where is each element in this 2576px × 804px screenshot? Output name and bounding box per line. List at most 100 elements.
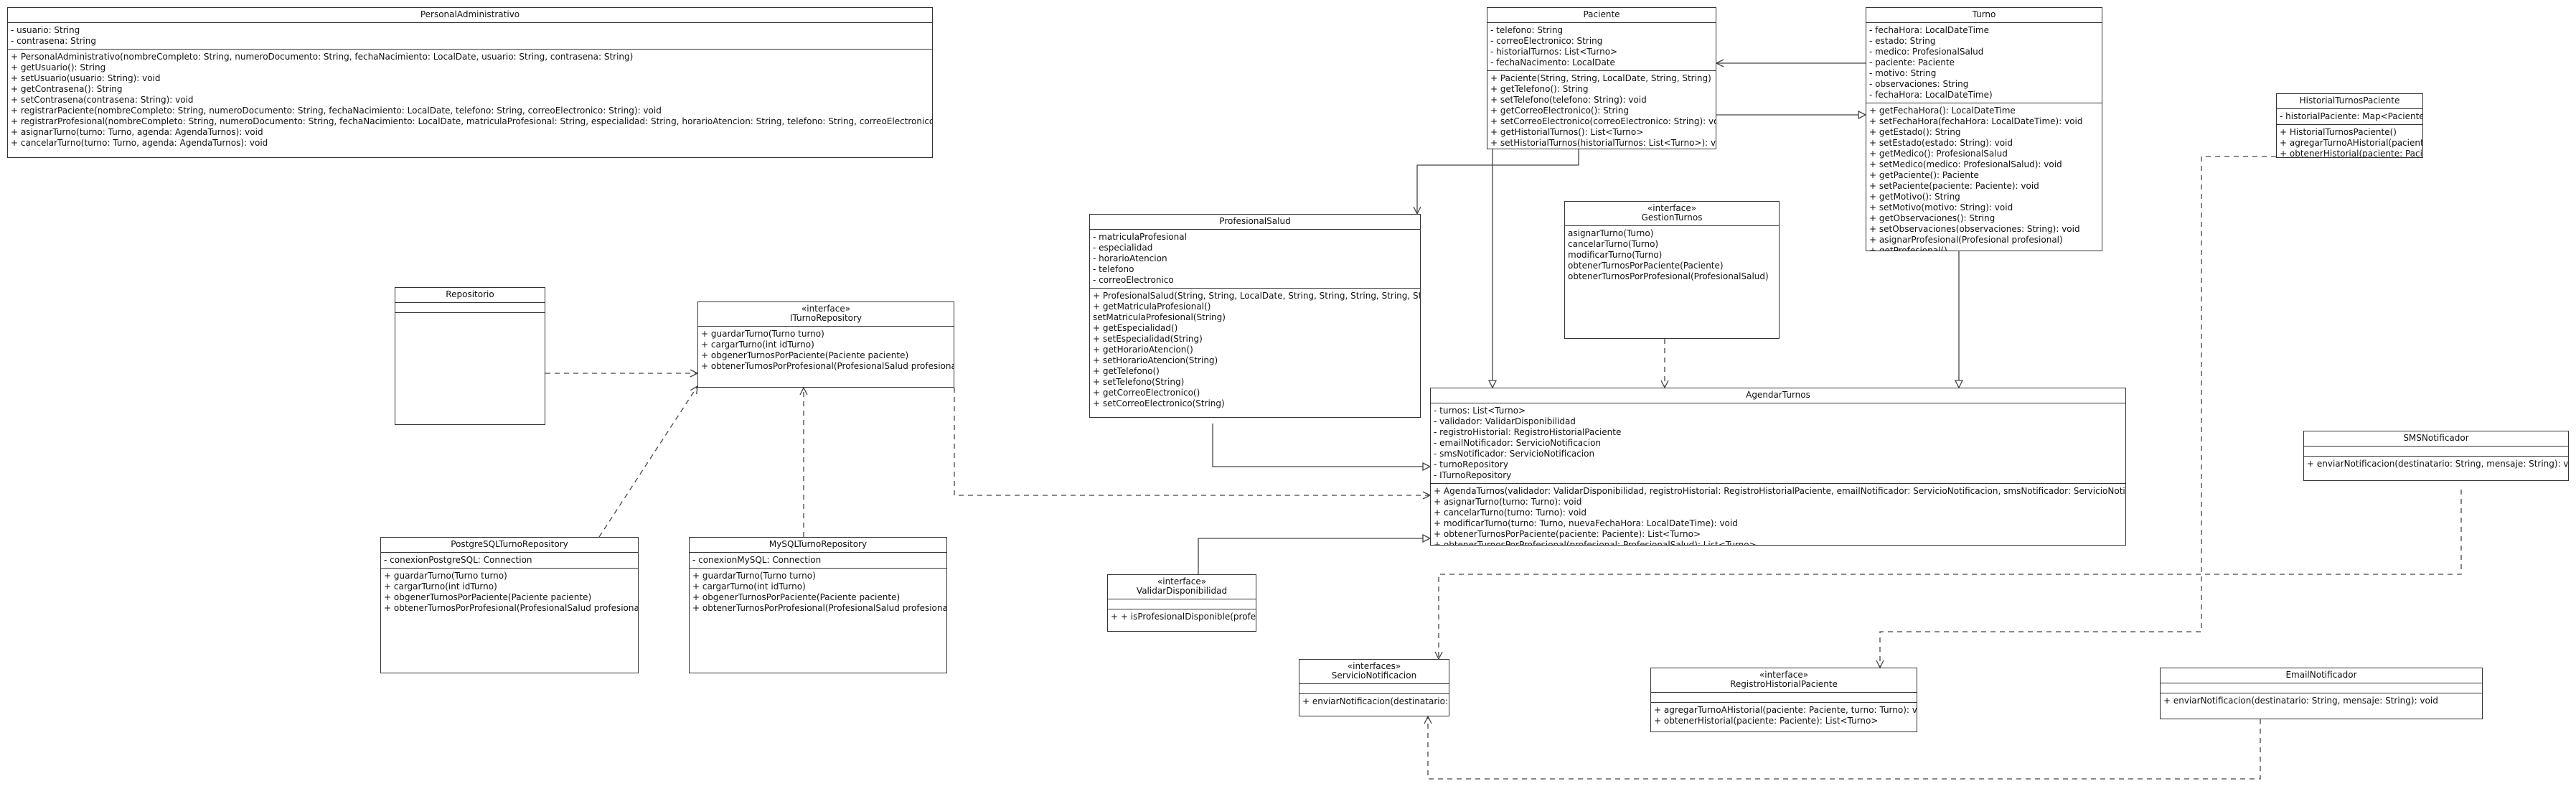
class-sms-notificador[interactable]: SMSNotificador + enviarNotificacion(dest…	[2303, 431, 2569, 481]
attribute: - conexionMySQL: Connection	[692, 555, 822, 565]
attributes-section	[395, 303, 545, 313]
class-name: PostgreSQLTurnoRepository	[381, 538, 638, 553]
class-mysql-turno-repository[interactable]: MySQLTurnoRepository - conexionMySQL: Co…	[689, 537, 947, 673]
method: + obtenerTurnosPorProfesional(profesiona…	[1434, 540, 1757, 546]
interface-servicio-notificacion[interactable]: «interfaces» ServicioNotificacion + envi…	[1299, 659, 1449, 716]
interface-iturno-repository[interactable]: «interface» ITurnoRepository + guardarTu…	[697, 302, 954, 388]
method: + enviarNotificacion(destinatario: Strin…	[2307, 459, 2568, 469]
method: + guardarTurno(Turno turno)	[701, 329, 824, 339]
method: + setPaciente(paciente: Paciente): void	[1869, 181, 2039, 191]
method: + AgendaTurnos(validador: ValidarDisponi…	[1434, 486, 2125, 496]
method: + setHorarioAtencion(String)	[1093, 355, 1218, 365]
method: + ProfesionalSalud(String, String, Local…	[1093, 291, 1420, 301]
class-paciente[interactable]: Paciente - telefono: String - correoElec…	[1487, 7, 1716, 149]
attributes-section	[2161, 683, 2482, 693]
methods-section: + enviarNotificacion(destinatario: Strin…	[2304, 457, 2568, 472]
method: + getTelefono(): String	[1490, 84, 1589, 94]
interface-gestion-turnos[interactable]: «interface» GestionTurnos asignarTurno(T…	[1564, 201, 1780, 339]
method: + setContrasena(contrasena: String): voi…	[11, 95, 194, 105]
attributes-section: - historialPaciente: Map<Paciente, List<…	[2277, 109, 2422, 125]
attributes-section: - conexionPostgreSQL: Connection	[381, 553, 638, 569]
interface-registro-historial-paciente[interactable]: «interface» RegistroHistorialPaciente + …	[1650, 668, 1917, 732]
method: + HistorialTurnosPaciente()	[2280, 127, 2397, 137]
method: + obtenerTurnosPorPaciente(paciente: Pac…	[1434, 529, 1701, 539]
method: + obtenerTurnosPorProfesional(Profesiona…	[384, 603, 638, 613]
method: + getFechaHora(): LocalDateTime	[1869, 106, 2016, 116]
attributes-section: - conexionMySQL: Connection	[690, 553, 946, 569]
interface-header: «interface» ITurnoRepository	[698, 302, 954, 327]
method: + obgenerTurnosPorPaciente(Paciente paci…	[701, 350, 909, 360]
stereotype: «interface»	[1157, 576, 1207, 586]
method: + Paciente(String, String, LocalDate, St…	[1490, 73, 1711, 83]
attribute: - fechaHora: LocalDateTime)	[1869, 90, 1993, 100]
edge-historial-registro	[1880, 156, 2285, 668]
method: + getHistorialTurnos(): List<Turno>	[1490, 127, 1644, 137]
attributes-section: - matriculaProfesional - especialidad - …	[1090, 230, 1420, 289]
class-personal-administrativo[interactable]: PersonalAdministrativo - usuario: String…	[7, 7, 933, 158]
stereotype: «interfaces»	[1347, 661, 1401, 671]
class-profesional-salud[interactable]: ProfesionalSalud - matriculaProfesional …	[1089, 214, 1421, 418]
method: + getCorreoElectronico(): String	[1490, 106, 1629, 116]
methods-section: + agregarTurnoAHistorial(paciente: Pacie…	[1651, 703, 1917, 729]
class-name: Repositorio	[395, 288, 545, 303]
interface-header: «interface» RegistroHistorialPaciente	[1651, 668, 1917, 693]
attribute: - contrasena: String	[11, 36, 96, 46]
method: + setEspecialidad(String)	[1093, 334, 1203, 344]
attribute: - matriculaProfesional	[1093, 232, 1187, 242]
method: + asignarTurno(turno: Turno): void	[1434, 497, 1582, 507]
class-name: EmailNotificador	[2161, 668, 2482, 683]
method: + setMotivo(motivo: String): void	[1869, 202, 2013, 212]
method: + obtenerHistorial(paciente: Paciente): …	[1654, 716, 1879, 726]
class-turno[interactable]: Turno - fechaHora: LocalDateTime - estad…	[1866, 7, 2102, 251]
attribute: - emailNotificador: ServicioNotificacion	[1434, 438, 1602, 448]
class-name: SMSNotificador	[2304, 431, 2568, 447]
methods-section: + + isProfesionalDisponible(profesional:…	[1108, 609, 1256, 625]
interface-header: «interfaces» ServicioNotificacion	[1299, 660, 1449, 684]
method: + cancelarTurno(turno: Turno): void	[1434, 508, 1587, 518]
method: + agregarTurnoAHistorial(paciente: Pacie…	[2280, 138, 2422, 148]
attribute: - correoElectronico	[1093, 275, 1174, 285]
method: + guardarTurno(Turno turno)	[692, 571, 816, 581]
method: + setHistorialTurnos(historialTurnos: Li…	[1490, 138, 1716, 148]
class-name: ProfesionalSalud	[1090, 215, 1420, 230]
method: + getPaciente(): Paciente	[1869, 170, 1979, 180]
attributes-section	[1108, 599, 1256, 609]
method: + obgenerTurnosPorPaciente(Paciente paci…	[692, 592, 901, 602]
attributes-section: - turnos: List<Turno> - validador: Valid…	[1431, 403, 2125, 484]
method: + getTelefono()	[1093, 366, 1160, 376]
stereotype: «interface»	[1759, 670, 1809, 680]
method: + cargarTurno(int idTurno)	[701, 340, 814, 350]
method: + cancelarTurno(turno: Turno, agenda: Ag…	[11, 138, 268, 148]
class-name: ITurnoRepository	[789, 313, 862, 323]
class-postgresql-turno-repository[interactable]: PostgreSQLTurnoRepository - conexionPost…	[380, 537, 639, 673]
edge-paciente-profesional	[1417, 144, 1579, 214]
method: obtenerTurnosPorProfesional(ProfesionalS…	[1568, 271, 1769, 281]
class-repositorio[interactable]: Repositorio	[395, 287, 545, 425]
edge-postgre-iturno	[598, 386, 697, 538]
attribute: - telefono: String	[1490, 25, 1564, 35]
attributes-section	[1299, 684, 1449, 694]
class-name: GestionTurnos	[1641, 212, 1703, 223]
methods-section: + guardarTurno(Turno turno) + cargarTurn…	[698, 327, 954, 374]
method: + agregarTurnoAHistorial(paciente: Pacie…	[1654, 705, 1917, 715]
class-historial-turnos-paciente[interactable]: HistorialTurnosPaciente - historialPacie…	[2276, 93, 2423, 158]
class-name: Turno	[1866, 8, 2102, 23]
edge-email-servicio	[1428, 716, 2261, 780]
class-email-notificador[interactable]: EmailNotificador + enviarNotificacion(de…	[2160, 668, 2483, 719]
attribute: - historialPaciente: Map<Paciente, List<…	[2280, 111, 2422, 121]
stereotype: «interface»	[1647, 203, 1697, 213]
method: + setUsuario(usuario: String): void	[11, 73, 161, 83]
class-name: MySQLTurnoRepository	[690, 538, 946, 553]
class-agendar-turnos[interactable]: AgendarTurnos - turnos: List<Turno> - va…	[1430, 388, 2126, 546]
method: + asignarTurno(turno: Turno, agenda: Age…	[11, 127, 263, 137]
method: + setEstado(estado: String): void	[1869, 138, 2013, 148]
attribute: - medico: ProfesionalSalud	[1869, 47, 1984, 57]
method: + enviarNotificacion(destinatario: Strin…	[2163, 696, 2438, 706]
method: + getMatriculaProfesional()	[1093, 302, 1211, 312]
interface-validar-disponibilidad[interactable]: «interface» ValidarDisponibilidad + + is…	[1107, 574, 1256, 632]
attribute: - usuario: String	[11, 25, 80, 35]
method: + registrarPaciente(nombreCompleto: Stri…	[11, 106, 662, 116]
class-name: RegistroHistorialPaciente	[1730, 679, 1838, 689]
edge-iturno-agendar	[954, 388, 1430, 495]
